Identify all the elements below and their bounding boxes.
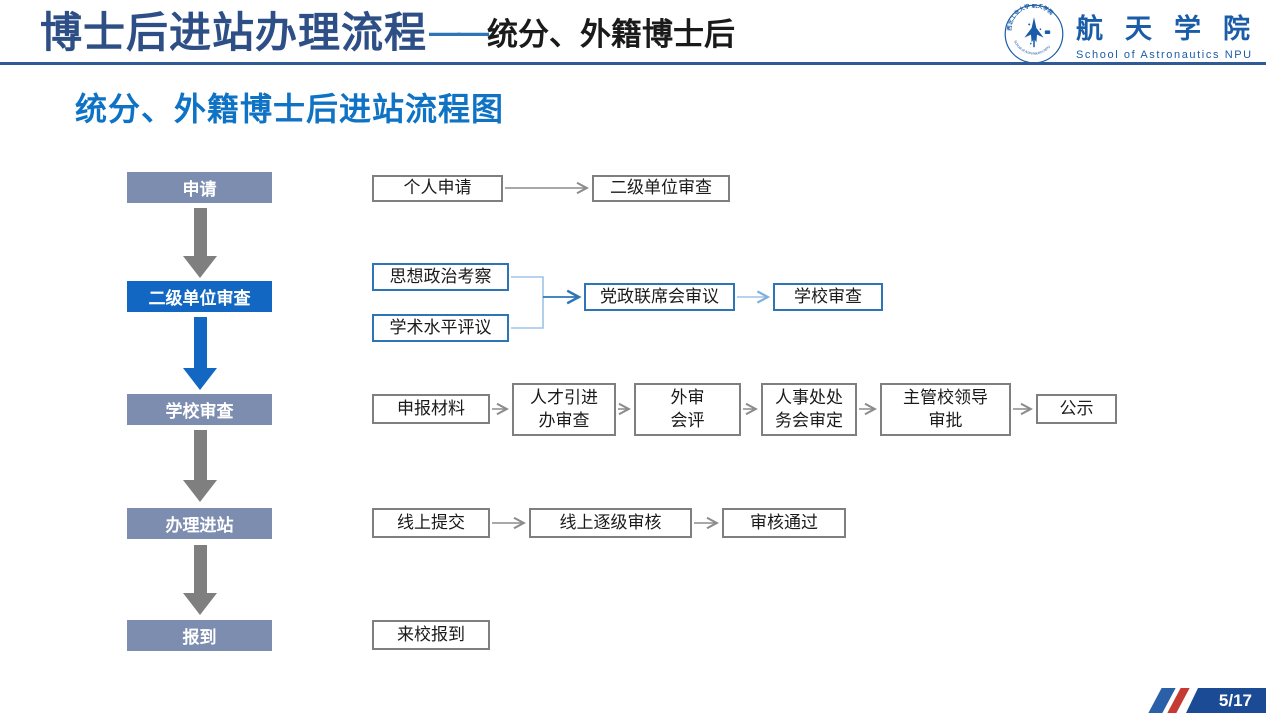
down-arrow-icon: [183, 317, 217, 390]
down-arrow-icon: [183, 430, 217, 502]
flow-box-secondary-unit-review: 二级单位审查: [592, 175, 730, 202]
title-suffix: 统分、外籍博士后: [487, 17, 736, 52]
flow-box-talent-office-review: 人才引进 办审查: [512, 383, 616, 436]
flow-box-application-materials: 申报材料: [372, 394, 490, 424]
stage-secondary-unit-review: 二级单位审查: [127, 281, 272, 312]
section-subtitle: 统分、外籍博士后进站流程图: [75, 91, 505, 127]
school-name-block: 航天学院 School of Astronautics NPU: [1076, 7, 1258, 61]
school-emblem-icon: 西北工业大学 航天学院 School of Astronautics NPU: [1004, 4, 1064, 64]
school-name-en: School of Astronautics NPU: [1076, 49, 1253, 61]
flow-box-joint-meeting-review: 党政联席会审议: [584, 283, 735, 311]
stage-school-review: 学校审查: [127, 394, 272, 425]
school-logo: 西北工业大学 航天学院 School of Astronautics NPU 航…: [1004, 4, 1258, 64]
stage-report: 报到: [127, 620, 272, 651]
flow-box-online-submission: 线上提交: [372, 508, 490, 538]
stage-entry-processing: 办理进站: [127, 508, 272, 539]
title-main: 博士后进站办理流程: [40, 9, 428, 56]
flow-box-leader-approval: 主管校领导 审批: [880, 383, 1011, 436]
slide-title: 博士后进站办理流程 —— 统分、外籍博士后: [40, 9, 736, 56]
down-arrow-icon: [183, 208, 217, 278]
page-number: 5/17: [1186, 688, 1266, 713]
flow-box-personal-application: 个人申请: [372, 175, 503, 202]
flow-box-campus-reporting: 来校报到: [372, 620, 490, 650]
flow-box-school-review: 学校审查: [773, 283, 883, 311]
school-name-cn: 航天学院: [1076, 7, 1258, 46]
flow-box-political-review: 思想政治考察: [372, 263, 509, 291]
rocket-icon: [1024, 17, 1051, 48]
title-dash: ——: [429, 14, 489, 51]
flow-box-external-review: 外审 会评: [634, 383, 741, 436]
flow-box-review-passed: 审核通过: [722, 508, 846, 538]
flow-box-online-stepwise-review: 线上逐级审核: [529, 508, 692, 538]
header-divider: [0, 62, 1266, 65]
flow-box-hr-committee-approval: 人事处处 务会审定: [761, 383, 857, 436]
school-name-cn-text: 航天学院: [1076, 14, 1266, 45]
flow-box-public-announcement: 公示: [1036, 394, 1117, 424]
down-arrow-icon: [183, 545, 217, 615]
stage-apply: 申请: [127, 172, 272, 203]
flow-box-academic-evaluation: 学术水平评议: [372, 314, 509, 342]
